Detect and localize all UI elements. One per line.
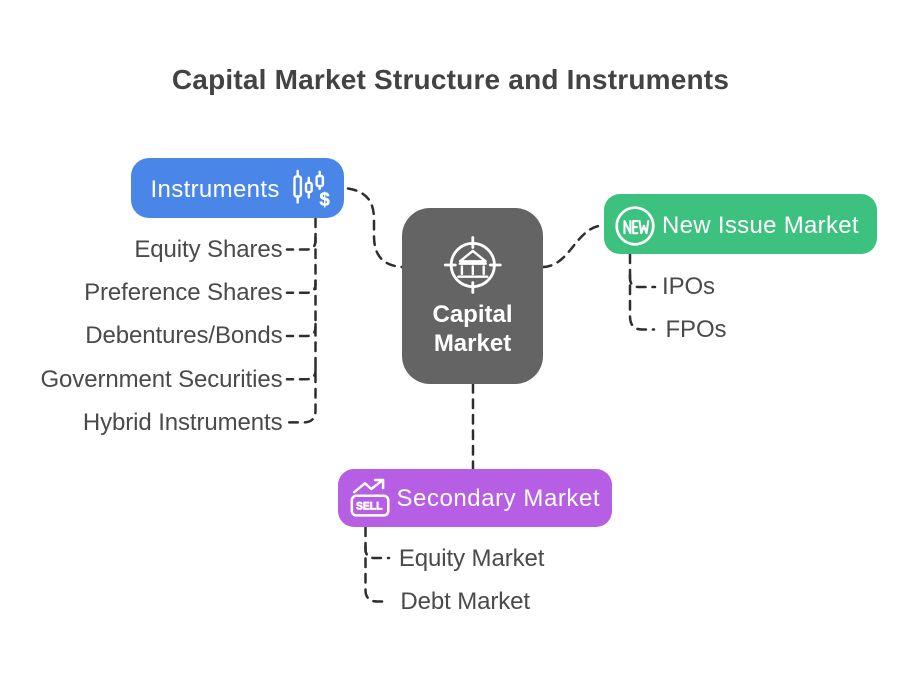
svg-text:$: $ [320,188,331,209]
svg-text:SELL: SELL [356,501,383,513]
